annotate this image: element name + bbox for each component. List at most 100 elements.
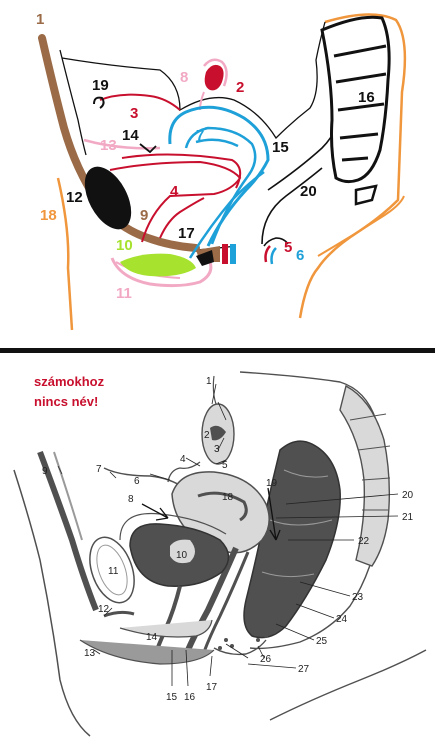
vertebra-line-a — [333, 44, 387, 58]
bottom-label-13: 13 — [84, 648, 96, 659]
bottom-label-27: 27 — [298, 664, 310, 675]
rectum-fold-c — [261, 571, 315, 578]
anal-sphincter — [218, 596, 298, 650]
sphincter-left — [222, 244, 228, 264]
top-label-11: 11 — [116, 285, 132, 302]
top-label-19: 19 — [92, 77, 109, 94]
vertebra-line-c — [337, 102, 385, 112]
uterus-inner — [184, 126, 257, 245]
vaginal-orifice-6 — [270, 247, 277, 265]
outline-wall — [59, 49, 87, 156]
top-label-9: 9 — [140, 207, 148, 224]
bottom-label-6: 6 — [134, 476, 140, 487]
top-label-8: 8 — [180, 69, 188, 86]
bladder-wall-inner — [121, 153, 242, 189]
outline-rectum-back — [261, 167, 323, 245]
bottom-label-16: 16 — [184, 692, 196, 703]
top-label-3: 3 — [130, 105, 138, 122]
top-label-15: 15 — [272, 139, 289, 156]
perineum — [213, 639, 267, 656]
sacrum-line-a — [349, 413, 387, 421]
bottom-label-5: 5 — [222, 460, 228, 471]
outline-orange-lower — [317, 195, 405, 257]
bottom-label-10: 10 — [176, 550, 188, 561]
urethra — [159, 197, 205, 239]
top-label-7: 7 — [196, 127, 204, 144]
rectum-fold-b — [269, 519, 333, 526]
top-label-17: 17 — [178, 225, 195, 242]
outline-peritoneum — [61, 21, 326, 140]
bottom-label-19: 19 — [266, 478, 278, 489]
pubic-bone-12 — [84, 166, 132, 230]
note-line-2: nincs név! — [34, 394, 98, 409]
ovarian-ligament-3 — [99, 93, 181, 111]
bottom-label-15: 15 — [166, 692, 178, 703]
bottom-label-12: 12 — [98, 604, 110, 615]
bottom-label-9: 9 — [42, 466, 48, 477]
rectum-fold-a — [283, 469, 329, 478]
labium-majus — [79, 639, 215, 665]
top-sketch-panel: 1 2 3 4 5 6 7 8 9 10 11 12 13 14 15 16 1… — [36, 11, 407, 331]
body-outline — [13, 469, 91, 737]
outline-18 — [56, 177, 74, 331]
top-label-20: 20 — [300, 183, 317, 200]
outline-anus — [263, 237, 289, 247]
top-label-1: 1 — [36, 11, 44, 28]
bottom-label-2: 2 — [204, 430, 210, 441]
urethral-meatus-17 — [196, 250, 214, 266]
abdominal-wall-inner — [53, 451, 83, 541]
buttock-outline — [269, 649, 427, 721]
coccyx — [354, 184, 378, 206]
vagina-wall-back — [202, 551, 250, 653]
arrow-19 — [267, 487, 281, 541]
pubic-symphysis — [89, 536, 135, 604]
labium-minus — [119, 619, 213, 638]
sacrum-line-b — [357, 445, 391, 451]
pubic-symphysis-inner — [96, 544, 128, 596]
abdominal-wall — [37, 450, 99, 612]
sacrum-line-c — [361, 477, 391, 481]
ovary-2 — [204, 64, 224, 91]
note-line-1: számokhoz — [34, 374, 105, 389]
sphincter-right — [230, 244, 236, 264]
top-label-13: 13 — [100, 137, 117, 154]
arrow-8 — [141, 503, 169, 521]
top-label-6: 6 — [296, 247, 304, 264]
spine-outline-16 — [320, 15, 391, 184]
bottom-label-26: 26 — [260, 654, 272, 665]
suspensory-ligament — [212, 375, 217, 405]
top-label-16: 16 — [358, 89, 375, 106]
uterine-tube — [167, 461, 201, 483]
clitoris-10 — [120, 253, 196, 277]
panel-divider — [0, 348, 435, 353]
bottom-label-18: 18 — [222, 492, 234, 503]
bottom-label-20: 20 — [402, 490, 414, 501]
ovary-detail — [210, 425, 226, 441]
uterus-cavity — [195, 138, 239, 148]
vertebra-line-b — [335, 72, 387, 84]
bottom-label-3: 3 — [214, 444, 220, 455]
labia-11 — [110, 257, 213, 288]
top-label-4: 4 — [170, 183, 179, 200]
bladder-cavity — [170, 539, 195, 564]
top-label-18: 18 — [40, 207, 57, 224]
sacrum — [339, 384, 391, 567]
bottom-label-24: 24 — [336, 614, 348, 625]
umbilicus-19 — [93, 96, 105, 109]
vagina-wall — [185, 546, 239, 652]
ovary-ring-8 — [203, 58, 228, 87]
bottom-label-7: 7 — [96, 464, 102, 475]
top-label-2: 2 — [236, 79, 244, 96]
vagina — [188, 170, 265, 259]
bottom-label-14: 14 — [146, 632, 158, 643]
top-label-12: 12 — [66, 189, 83, 206]
bottom-label-8: 8 — [128, 494, 134, 505]
bottom-label-22: 22 — [358, 536, 370, 547]
top-label-5: 5 — [284, 239, 292, 256]
uterus-7 — [168, 105, 270, 247]
uterine-cavity — [197, 491, 248, 522]
top-label-14: 14 — [122, 127, 139, 144]
outline-back — [298, 13, 407, 319]
bottom-label-17: 17 — [206, 682, 218, 693]
